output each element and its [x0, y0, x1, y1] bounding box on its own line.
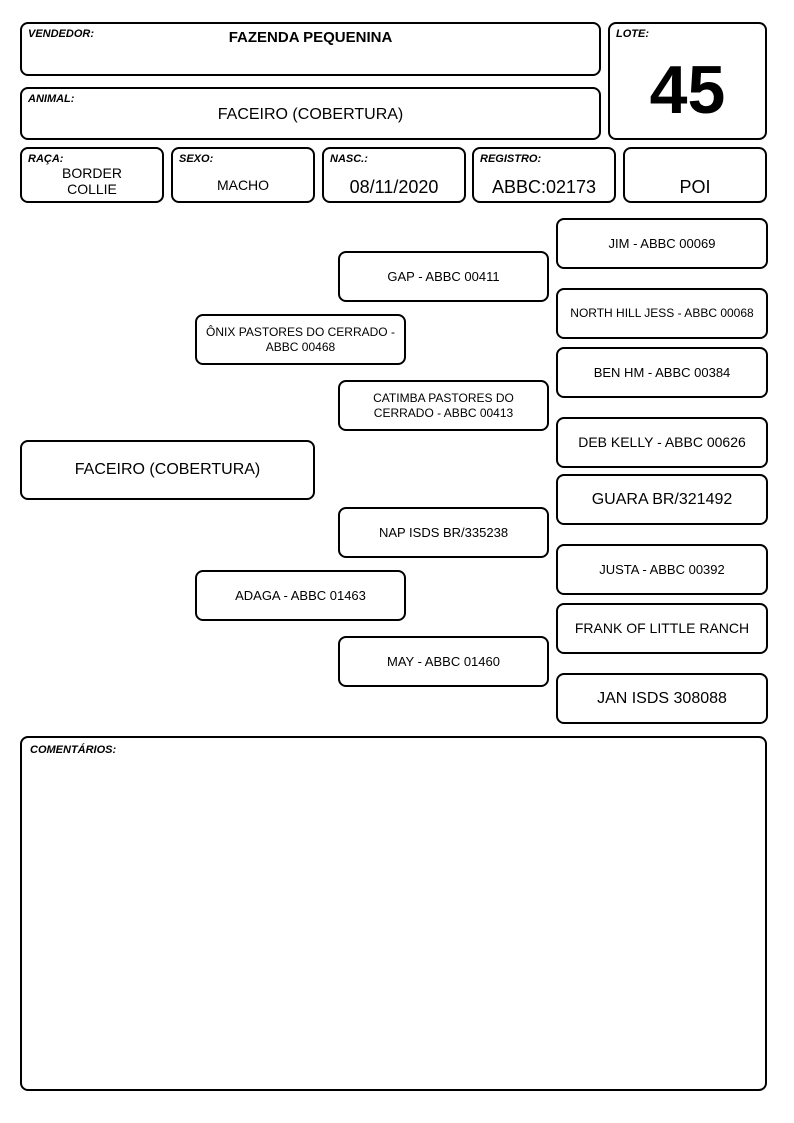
pedigree-ggp-7: FRANK OF LITTLE RANCH — [556, 603, 768, 654]
pedigree-ggp-6: JUSTA - ABBC 00392 — [556, 544, 768, 595]
pedigree-ggp-7-name: FRANK OF LITTLE RANCH — [574, 620, 750, 637]
pedigree-ggp-1-name: JIM - ABBC 00069 — [608, 235, 716, 251]
pedigree-ggp-4-name: DEB KELLY - ABBC 00626 — [578, 434, 746, 451]
comments-label: COMENTÁRIOS: — [30, 744, 117, 756]
pedigree-sire-sire: GAP - ABBC 00411 — [338, 251, 549, 302]
pedigree-ggp-2-name: NORTH HILL JESS - ABBC 00068 — [570, 306, 754, 321]
animal-box: ANIMAL: FACEIRO (COBERTURA) — [20, 87, 601, 140]
pedigree-sire-name: ÔNIX PASTORES DO CERRADO - ABBC 00468 — [206, 325, 395, 354]
comments-box[interactable]: COMENTÁRIOS: — [20, 736, 767, 1091]
pedigree-dam-dam-name: MAY - ABBC 01460 — [387, 653, 500, 669]
raca-value: BORDER COLLIE — [62, 165, 122, 198]
pedigree-ggp-2: NORTH HILL JESS - ABBC 00068 — [556, 288, 768, 339]
extra-value: POI — [679, 177, 711, 197]
pedigree-ggp-3-name: BEN HM - ABBC 00384 — [593, 364, 731, 380]
pedigree-dam-name: ADAGA - ABBC 01463 — [235, 587, 366, 603]
pedigree-ggp-6-name: JUSTA - ABBC 00392 — [599, 561, 725, 577]
pedigree-dam-sire: NAP ISDS BR/335238 — [338, 507, 549, 558]
pedigree-ggp-5: GUARA BR/321492 — [556, 474, 768, 525]
pedigree-sire-sire-name: GAP - ABBC 00411 — [387, 268, 500, 284]
animal-label: ANIMAL: — [28, 93, 75, 105]
pedigree-dam-dam: MAY - ABBC 01460 — [338, 636, 549, 687]
pedigree-sire-dam: CATIMBA PASTORES DO CERRADO - ABBC 00413 — [338, 380, 549, 431]
vendedor-label: VENDEDOR: — [28, 28, 95, 40]
comments-text[interactable] — [30, 764, 757, 1081]
nasc-value: 08/11/2020 — [349, 177, 439, 197]
pedigree-ggp-8-name: JAN ISDS 308088 — [597, 689, 727, 707]
pedigree-ggp-4: DEB KELLY - ABBC 00626 — [556, 417, 768, 468]
pedigree-ggp-8: JAN ISDS 308088 — [556, 673, 768, 724]
pedigree-ggp-1: JIM - ABBC 00069 — [556, 218, 768, 269]
lote-label: LOTE: — [616, 28, 649, 40]
pedigree-sire-dam-name: CATIMBA PASTORES DO CERRADO - ABBC 00413 — [373, 391, 514, 420]
raca-box: RAÇA: BORDER COLLIE — [20, 147, 164, 203]
lote-box: LOTE: 45 — [608, 22, 767, 140]
pedigree-dam: ADAGA - ABBC 01463 — [195, 570, 406, 621]
registro-box: REGISTRO: ABBC:02173 — [472, 147, 616, 203]
pedigree-sire: ÔNIX PASTORES DO CERRADO - ABBC 00468 — [195, 314, 406, 365]
animal-value: FACEIRO (COBERTURA) — [217, 106, 404, 123]
pedigree-ggp-3: BEN HM - ABBC 00384 — [556, 347, 768, 398]
vendedor-box: VENDEDOR: FAZENDA PEQUENINA — [20, 22, 601, 76]
pedigree-subject-name: FACEIRO (COBERTURA) — [74, 461, 261, 479]
pedigree-subject: FACEIRO (COBERTURA) — [20, 440, 315, 500]
lote-number: 45 — [649, 52, 726, 128]
nasc-label: NASC.: — [330, 153, 368, 165]
sexo-box: SEXO: MACHO — [171, 147, 315, 203]
extra-box: POI — [623, 147, 767, 203]
pedigree-ggp-5-name: GUARA BR/321492 — [591, 490, 733, 508]
registro-value: ABBC:02173 — [491, 177, 597, 197]
sexo-value: MACHO — [216, 177, 270, 193]
sexo-label: SEXO: — [179, 153, 214, 165]
vendedor-value: FAZENDA PEQUENINA — [228, 29, 393, 46]
registro-label: REGISTRO: — [480, 153, 542, 165]
raca-label: RAÇA: — [28, 153, 64, 165]
nasc-box: NASC.: 08/11/2020 — [322, 147, 466, 203]
pedigree-dam-sire-name: NAP ISDS BR/335238 — [378, 524, 509, 540]
